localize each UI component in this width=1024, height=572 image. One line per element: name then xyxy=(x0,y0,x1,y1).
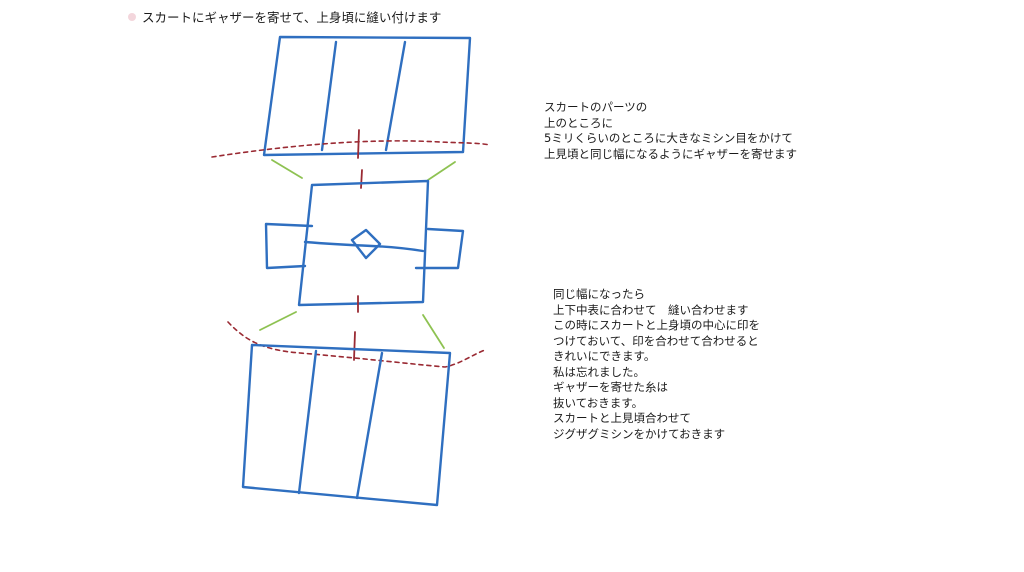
note-sew-line: ギャザーを寄せた糸は xyxy=(553,380,668,394)
note-sew-line: スカートと上見頃合わせて xyxy=(553,411,691,425)
top-skirt-fold-2 xyxy=(384,40,407,152)
top-gather-line xyxy=(211,140,491,158)
note-sew-line: きれいにできます。 xyxy=(553,349,656,363)
center-mark-bottom-skirt xyxy=(353,331,356,361)
top-skirt-fold-1 xyxy=(320,40,338,152)
center-mark-top xyxy=(357,129,360,159)
note-gather-line: 上のところに xyxy=(544,115,613,130)
page-title: スカートにギャザーを寄せて、上身頃に縫い付けます xyxy=(142,10,442,25)
note-sew: 同じ幅になったら 上下中表に合わせて 縫い合わせます この時にスカートと上身頃の… xyxy=(553,287,760,442)
bottom-skirt-fold-1 xyxy=(297,349,318,495)
right-sleeve xyxy=(414,227,465,270)
note-gather-line: スカートのパーツの xyxy=(544,100,648,114)
bottom-skirt-fold-2 xyxy=(355,351,384,500)
note-sew-line: ジグザグミシンをかけておきます xyxy=(553,426,726,441)
bottom-skirt-panel xyxy=(241,343,452,507)
note-sew-line: 同じ幅になったら xyxy=(553,287,645,301)
collar-diamond xyxy=(350,228,382,260)
arrow-bottom-right xyxy=(422,314,445,349)
top-skirt-panel xyxy=(262,35,472,157)
arrow-bottom-left xyxy=(259,311,297,331)
left-sleeve xyxy=(264,222,314,270)
note-gather-line: 上見頃と同じ幅になるようにギャザーを寄せます xyxy=(544,146,797,161)
note-sew-line: 上下中表に合わせて 縫い合わせます xyxy=(553,302,749,317)
title-row: スカートにギャザーを寄せて、上身頃に縫い付けます xyxy=(128,7,441,26)
bottom-skirt-outline xyxy=(241,343,452,507)
bodice-waist-line xyxy=(303,240,425,253)
bodice xyxy=(264,179,465,307)
note-sew-line: 私は忘れました。 xyxy=(553,364,645,379)
note-gather: スカートのパーツの 上のところに 5ミリくらいのところに大きなミシン目をかけて … xyxy=(544,100,797,162)
center-mark-bodice-top xyxy=(360,169,363,189)
note-sew-line: 抜いておきます。 xyxy=(553,395,644,410)
arrow-top-left xyxy=(271,159,303,179)
bottom-gather-line xyxy=(227,321,486,368)
top-skirt-outline xyxy=(262,35,472,157)
note-sew-line: つけておいて、印を合わせて合わせると xyxy=(553,333,759,348)
bullet-dot-icon xyxy=(128,12,136,21)
arrow-top-right xyxy=(427,161,456,181)
note-gather-line: 5ミリくらいのところに大きなミシン目をかけて xyxy=(544,131,793,145)
note-sew-line: この時にスカートと上身頃の中心に印を xyxy=(553,318,760,332)
